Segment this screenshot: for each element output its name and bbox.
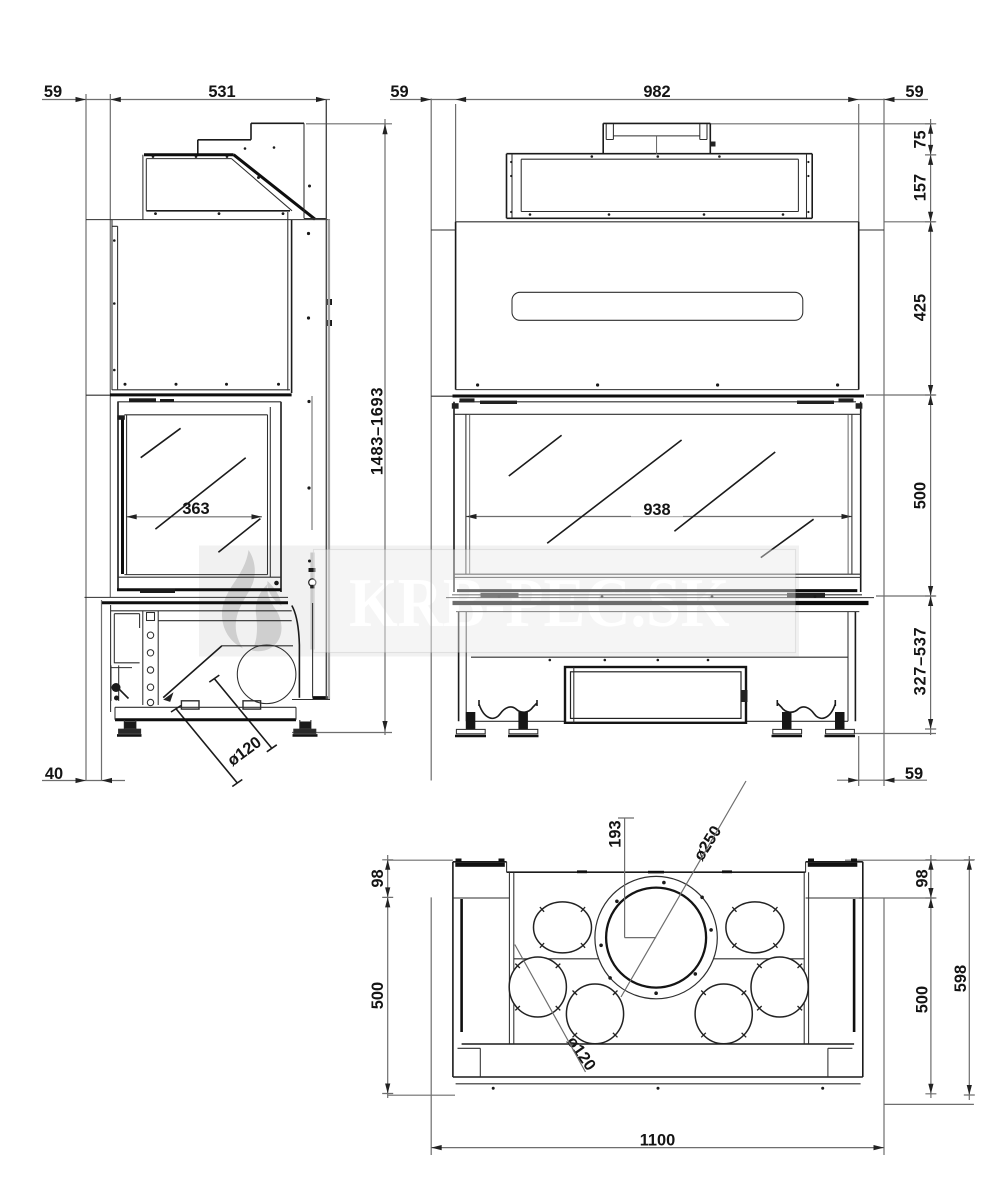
- svg-text:40: 40: [45, 765, 63, 783]
- svg-text:98: 98: [914, 869, 932, 887]
- svg-text:425: 425: [912, 294, 930, 321]
- svg-text:59: 59: [905, 765, 923, 783]
- svg-text:59: 59: [44, 83, 62, 101]
- svg-text:59: 59: [390, 83, 408, 101]
- svg-text:500: 500: [369, 982, 387, 1009]
- svg-text:1100: 1100: [640, 1132, 676, 1150]
- svg-text:982: 982: [643, 83, 670, 101]
- svg-text:1483–1693: 1483–1693: [369, 387, 387, 475]
- svg-text:59: 59: [905, 83, 923, 101]
- svg-text:500: 500: [914, 986, 932, 1013]
- svg-text:327–537: 327–537: [912, 627, 930, 696]
- svg-text:500: 500: [912, 482, 930, 509]
- svg-text:157: 157: [912, 174, 930, 201]
- svg-text:363: 363: [182, 500, 209, 518]
- svg-text:98: 98: [369, 869, 387, 887]
- svg-text:938: 938: [643, 501, 670, 519]
- svg-text:598: 598: [952, 965, 970, 992]
- svg-text:531: 531: [208, 83, 235, 101]
- svg-text:75: 75: [912, 130, 930, 148]
- svg-text:193: 193: [607, 820, 625, 847]
